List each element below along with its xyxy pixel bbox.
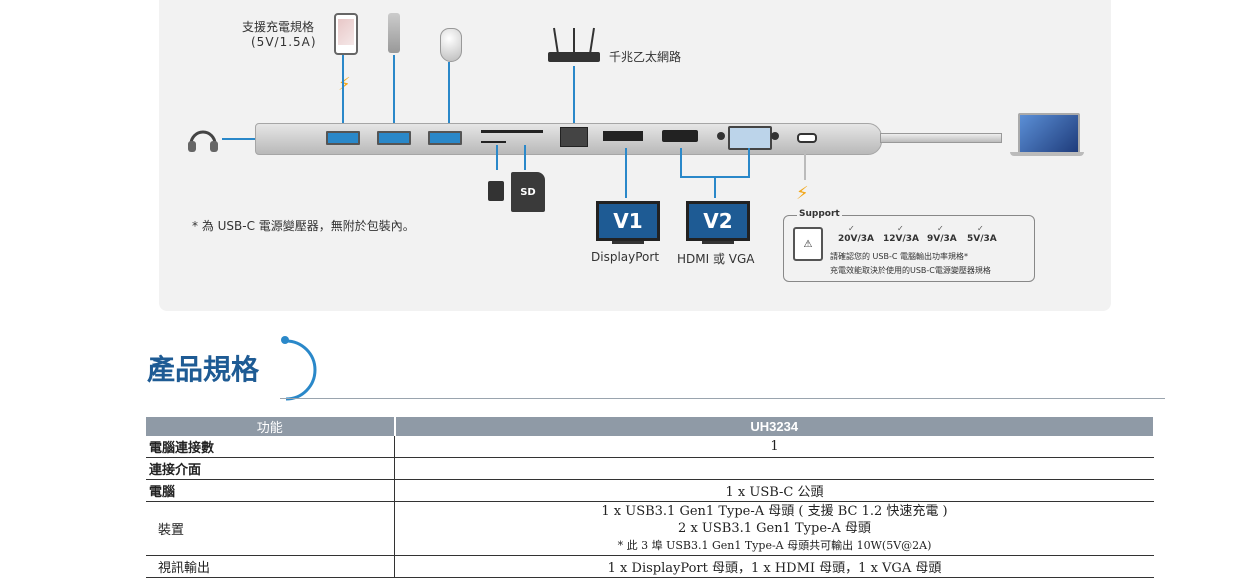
section-divider xyxy=(280,398,1165,399)
adapter-note: * 為 USB-C 電源變壓器，無附於包裝內。 xyxy=(192,219,415,233)
sd-card-icon: SD xyxy=(511,172,545,212)
monitor-stand xyxy=(702,241,734,244)
header-model: UH3234 xyxy=(394,417,1155,436)
monitor-v2-label: V2 xyxy=(703,209,733,233)
support-title: Support xyxy=(797,209,842,219)
connector-line xyxy=(680,148,682,176)
usb-c-pd-port xyxy=(797,133,817,143)
phone-icon xyxy=(334,13,358,55)
support-note-1: 請確認您的 USB-C 電腦輸出功率規格* xyxy=(830,252,968,261)
mouse-icon xyxy=(440,28,462,62)
usb-a-port-2 xyxy=(377,131,411,145)
heading-arc-decoration xyxy=(281,336,317,401)
row-label: 電腦 xyxy=(146,479,395,502)
monitor-stand xyxy=(612,241,644,244)
connector-line xyxy=(393,55,395,123)
sd-card-slot xyxy=(481,130,543,133)
table-row: 電腦連接數 1 xyxy=(146,436,1154,458)
table-header-row: 功能 UH3234 xyxy=(146,417,1155,436)
connector-line xyxy=(496,145,498,170)
pd-cable-line xyxy=(804,150,806,180)
laptop-icon xyxy=(1018,113,1080,155)
usb-a-port-3 xyxy=(428,131,462,145)
row-label: 連接介面 xyxy=(146,457,395,480)
row-value: 1 x USB-C 公頭 xyxy=(394,479,1154,502)
connector-line xyxy=(342,55,344,123)
rating-9v: 9V/3A xyxy=(927,234,957,244)
row-value: 1 xyxy=(394,436,1154,458)
hdmi-port xyxy=(662,130,698,142)
monitor-v1: V1 xyxy=(596,201,660,241)
sd-card-label: SD xyxy=(520,186,536,198)
check-icon: ✓ xyxy=(897,224,904,233)
header-feature: 功能 xyxy=(146,417,396,436)
spec-table: 功能 UH3234 電腦連接數 1 連接介面 電腦 1 x USB-C 公頭 裝… xyxy=(146,417,1155,578)
rating-12v: 12V/3A xyxy=(883,234,920,244)
displayport-port xyxy=(603,131,643,141)
connector-line xyxy=(448,62,450,123)
charging-bolt-icon: ⚡ xyxy=(338,74,351,95)
table-row: 裝置 1 x USB3.1 Gen1 Type-A 母頭 ( 支援 BC 1.2… xyxy=(146,501,1154,556)
usb-drive-icon xyxy=(388,13,400,53)
connection-diagram-panel xyxy=(159,0,1111,311)
rating-20v: 20V/3A xyxy=(838,234,875,244)
microsd-card-icon xyxy=(488,181,504,201)
charging-spec-value: (5V/1.5A) xyxy=(251,35,317,49)
usb-c-cable xyxy=(880,133,1002,143)
router-icon xyxy=(548,27,600,62)
page-title: 產品規格 xyxy=(147,353,260,386)
connector-line xyxy=(573,66,575,123)
monitor-v2: V2 xyxy=(686,201,750,241)
row-value xyxy=(394,457,1154,480)
power-support-box xyxy=(783,215,1035,282)
connector-line xyxy=(748,148,750,176)
connector-line xyxy=(625,148,627,198)
row-value-line: 1 x USB3.1 Gen1 Type-A 母頭 ( 支援 BC 1.2 快速… xyxy=(601,504,948,519)
charging-spec-label: 支援充電規格 xyxy=(242,20,315,34)
check-icon: ✓ xyxy=(977,224,984,233)
vga-screw-icon xyxy=(771,132,779,140)
vga-port xyxy=(728,126,772,150)
row-label: 電腦連接數 xyxy=(146,436,395,458)
row-value: 1 x USB3.1 Gen1 Type-A 母頭 ( 支援 BC 1.2 快速… xyxy=(394,501,1154,556)
power-bolt-icon: ⚡ xyxy=(796,183,809,204)
monitor-v1-label: V1 xyxy=(613,209,643,233)
monitor-v2-caption: HDMI 或 VGA xyxy=(677,252,755,266)
connector-line xyxy=(714,176,716,198)
ethernet-label: 千兆乙太網路 xyxy=(609,50,682,64)
table-row: 連接介面 xyxy=(146,457,1154,480)
vga-screw-icon xyxy=(717,132,725,140)
laptop-base xyxy=(1010,152,1084,156)
row-value-line: 2 x USB3.1 Gen1 Type-A 母頭 xyxy=(678,521,871,536)
usb-a-port-1 xyxy=(326,131,360,145)
row-value-note: * 此 3 埠 USB3.1 Gen1 Type-A 母頭共可輸出 10W(5V… xyxy=(617,539,932,552)
monitor-v1-caption: DisplayPort xyxy=(591,250,660,264)
headphones-icon xyxy=(188,130,218,152)
row-label: 裝置 xyxy=(146,501,395,556)
check-icon: ✓ xyxy=(848,224,855,233)
microsd-slot xyxy=(481,141,506,143)
power-adapter-icon: ⚠ xyxy=(793,227,823,261)
connector-line xyxy=(524,145,526,170)
ethernet-port xyxy=(560,127,588,147)
rating-5v: 5V/3A xyxy=(967,234,997,244)
audio-connector-line xyxy=(222,138,255,140)
support-note-2: 充電效能取決於使用的USB-C電源變壓器規格 xyxy=(830,266,991,275)
check-icon: ✓ xyxy=(937,224,944,233)
table-row: 電腦 1 x USB-C 公頭 xyxy=(146,479,1154,502)
